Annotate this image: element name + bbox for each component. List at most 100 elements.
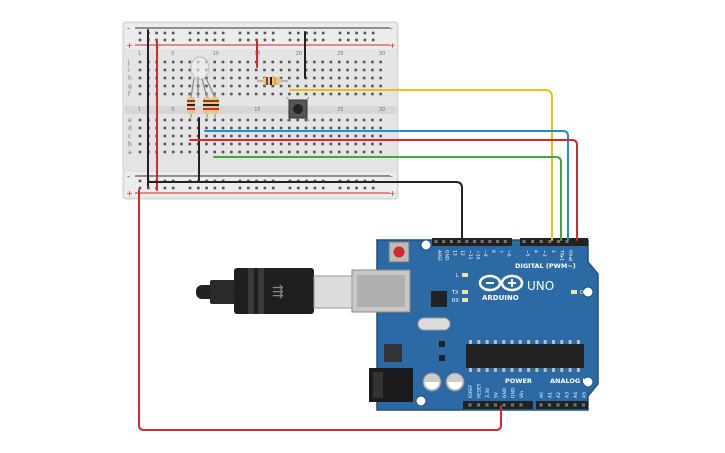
hole [246,134,250,138]
hole [288,92,291,96]
resistor-2 [203,92,211,118]
digital-pin[interactable] [442,240,446,243]
row-letter: j [127,59,130,66]
hole [205,126,208,130]
digital-pin[interactable] [488,240,492,243]
resistor-1 [187,92,195,118]
hole [254,84,258,88]
digital-pin[interactable] [480,240,484,243]
rail-hole [247,31,250,35]
digital-pin[interactable] [465,240,469,243]
on-label: ON [580,290,588,296]
hole [354,84,358,88]
power-pin[interactable] [502,403,506,407]
power-pin[interactable] [519,403,523,407]
hole [346,68,349,72]
hole [246,142,250,146]
hole [238,92,241,96]
analog-pin[interactable] [539,403,543,407]
hole [188,60,192,64]
hole [354,142,358,146]
analog-pin[interactable] [565,403,568,407]
column-number: 1 [138,107,141,113]
digital-pin[interactable] [449,240,453,243]
power-pin[interactable] [511,403,514,407]
hole [362,118,366,122]
hole [379,126,382,130]
digital-pin-label: ~5 [524,250,530,257]
hole [346,142,349,146]
resistor-3 [211,92,219,118]
hole [313,68,316,72]
hole [304,142,308,146]
chip-pin [469,368,472,372]
hole [180,118,183,122]
rail-hole [347,31,350,35]
digital-pin[interactable] [556,240,560,243]
hole [138,60,142,64]
rail-hole [271,38,275,42]
hole [296,60,299,64]
rail-hole [205,31,208,35]
rail-hole [171,31,175,35]
rail-hole [305,31,308,35]
hole [321,76,324,80]
digital-pin[interactable] [457,240,461,243]
digital-pin[interactable] [473,240,476,243]
digital-pin[interactable] [565,240,569,243]
digital-pin-label: 12 [459,250,465,256]
wire-green [213,156,562,241]
usb-symbol-icon: ⇶ [272,284,284,300]
hole [296,150,299,154]
analog-pin[interactable] [556,403,560,407]
digital-pin-holes [434,240,569,243]
icsp-header [431,291,447,307]
analog-pin[interactable] [548,403,551,407]
digital-pin[interactable] [496,240,500,243]
hole [238,76,241,80]
hole [180,142,183,146]
hole [329,118,333,122]
hole [254,68,258,72]
hole [171,150,175,154]
power-pin[interactable] [494,403,497,407]
digital-pin[interactable] [434,240,438,243]
digital-pin-label: ~3 [541,250,547,257]
hole [313,118,316,122]
hole [230,84,233,88]
rail-minus-label-top: - [127,24,130,33]
power-pin[interactable] [485,403,489,407]
column-number: 30 [379,51,385,57]
digital-pin[interactable] [531,240,535,243]
rail-hole [347,38,350,42]
analog-pin[interactable] [582,403,585,407]
chip-pin [510,368,514,372]
digital-pin-label: 13 [451,250,457,256]
rail-hole [263,38,267,42]
digital-pin[interactable] [539,240,543,243]
hole [230,142,233,146]
column-number: 10 [213,51,219,57]
rail-hole [221,186,225,190]
rail-hole [188,186,192,190]
rail-hole [138,179,142,183]
hole [246,68,250,72]
analog-pin-label: A5 [582,392,588,398]
power-pin[interactable] [468,403,472,407]
digital-pin[interactable] [522,240,526,243]
hole [238,68,241,72]
led-rx [462,298,468,302]
digital-pin[interactable] [548,240,552,243]
rail-hole [363,38,367,42]
analog-pin[interactable] [573,403,577,407]
hole [171,60,175,64]
hole [371,134,374,138]
hole [188,92,192,96]
power-pin[interactable] [477,403,480,407]
hole [254,142,258,146]
digital-pin[interactable] [503,240,507,243]
hole [362,60,366,64]
hole [288,84,291,88]
hole [354,60,358,64]
